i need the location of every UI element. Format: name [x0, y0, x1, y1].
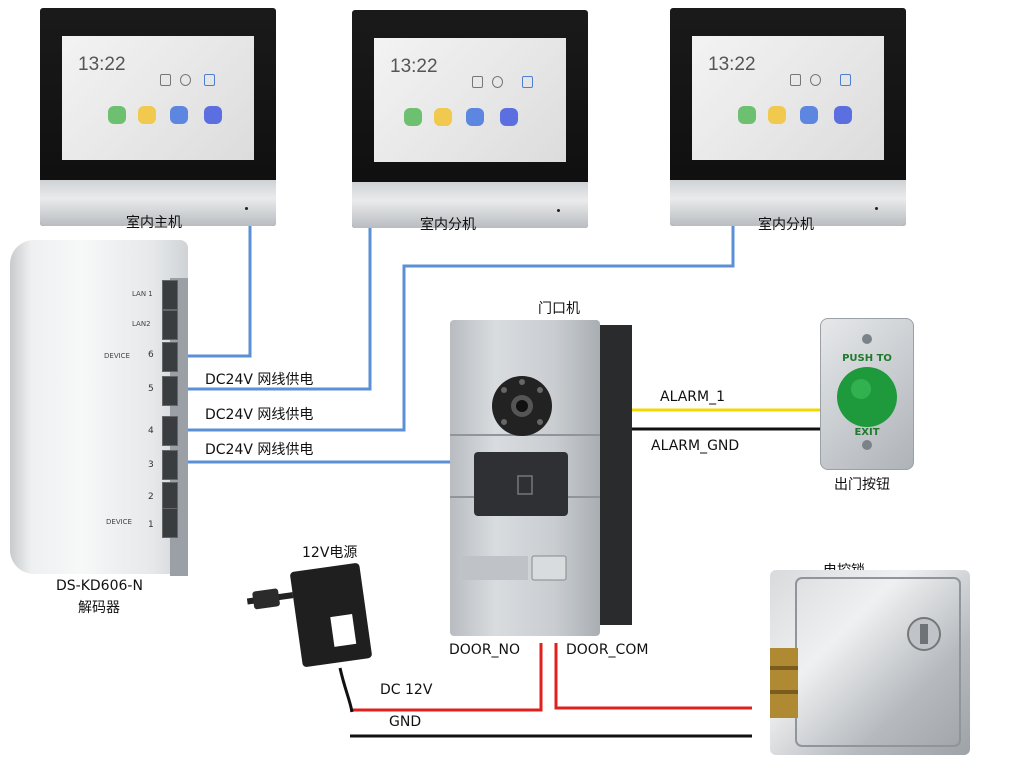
decoder-type-label: 解码器: [78, 600, 120, 616]
electric-lock: [768, 570, 970, 755]
home-icon: [840, 74, 851, 86]
clock-time: 13:22: [708, 54, 756, 75]
exit-button-face: PUSH TO EXIT: [837, 334, 897, 450]
card-reader-icon: [474, 452, 568, 516]
main-monitor-label: 室内主机: [126, 215, 182, 231]
home-icon: [522, 76, 533, 88]
lan2-label: LAN2: [132, 320, 151, 328]
decoder-device: [10, 240, 188, 576]
door-station-face: [450, 376, 600, 581]
port-number-2: 2: [148, 492, 154, 502]
network-cable-submonitor-2: [178, 196, 735, 432]
status-led: [875, 207, 878, 210]
lock-body: [768, 577, 961, 747]
clock-time: 13:22: [78, 54, 126, 75]
contacts-icon: [810, 74, 821, 86]
phone-app-icon: [108, 106, 126, 124]
config-app-icon: [500, 108, 518, 126]
exit-button-device: PUSH TO EXIT: [820, 318, 914, 470]
config-app-icon: [834, 106, 852, 124]
monitor-bezel: [670, 180, 906, 226]
poe-label-2: DC24V 网线供电: [205, 407, 314, 423]
status-led: [557, 209, 560, 212]
monitor-screen: 13:22: [374, 38, 566, 162]
gnd-label: GND: [389, 714, 422, 730]
door-no-wire: [350, 643, 543, 712]
monitor-bezel: [352, 182, 588, 228]
settings-app-icon: [800, 106, 818, 124]
device-label-top: DEVICE: [104, 352, 130, 360]
calendar-icon: [790, 74, 801, 86]
port-4: [162, 416, 178, 446]
alarm1-label: ALARM_1: [660, 389, 725, 405]
lan2-port: [162, 310, 178, 340]
adapter-cable: [338, 667, 354, 713]
calendar-icon: [160, 74, 171, 86]
alarm-gnd-label: ALARM_GND: [651, 438, 740, 454]
door-com-wire: [554, 643, 752, 710]
settings-app-icon: [466, 108, 484, 126]
indoor-sub-monitor-2: 13:22: [670, 8, 906, 226]
network-cable-submonitor-1: [178, 186, 372, 391]
port-number-6: 6: [148, 350, 154, 360]
monitor-screen: 13:22: [62, 36, 254, 160]
device-label-bottom: DEVICE: [106, 518, 132, 526]
port-6: [162, 342, 178, 372]
port-number-1: 1: [148, 520, 154, 530]
status-led: [245, 207, 248, 210]
door-no-label: DOOR_NO: [449, 642, 521, 658]
indoor-sub-monitor-1: 13:22: [352, 10, 588, 228]
exit-text: EXIT: [854, 427, 879, 438]
push-to-text: PUSH TO: [842, 353, 892, 364]
exit-button-label: 出门按钮: [834, 477, 890, 493]
clock-time: 13:22: [390, 56, 438, 77]
contacts-icon: [180, 74, 191, 86]
home-icon: [204, 74, 215, 86]
monitor-screen: 13:22: [692, 36, 884, 160]
decoder-model-label: DS-KD606-N: [56, 578, 143, 594]
sub-monitor-2-label: 室内分机: [758, 217, 814, 233]
port-3: [162, 450, 178, 480]
message-app-icon: [138, 106, 156, 124]
poe-label-1: DC24V 网线供电: [205, 372, 314, 388]
message-app-icon: [768, 106, 786, 124]
network-cable-main-monitor: [178, 222, 252, 358]
message-app-icon: [434, 108, 452, 126]
sub-monitor-1-label: 室内分机: [420, 217, 476, 233]
door-station: [450, 320, 600, 636]
settings-app-icon: [170, 106, 188, 124]
phone-app-icon: [738, 106, 756, 124]
monitor-bezel: [40, 180, 276, 226]
config-app-icon: [204, 106, 222, 124]
contacts-icon: [492, 76, 503, 88]
port-number-5: 5: [148, 384, 154, 394]
lock-bolt: [768, 648, 798, 718]
port-5: [162, 376, 178, 406]
door-station-label: 门口机: [538, 301, 580, 317]
calendar-icon: [472, 76, 483, 88]
phone-app-icon: [404, 108, 422, 126]
port-1: [162, 508, 178, 538]
lan1-label: LAN 1: [132, 290, 153, 298]
port-number-4: 4: [148, 426, 154, 436]
dc12v-label: DC 12V: [380, 682, 433, 698]
door-com-label: DOOR_COM: [566, 642, 649, 658]
power-adapter: [246, 562, 373, 668]
lan1-port: [162, 280, 178, 310]
indoor-main-monitor: 13:22: [40, 8, 276, 226]
power-supply-label: 12V电源: [302, 545, 358, 561]
poe-label-3: DC24V 网线供电: [205, 442, 314, 458]
call-button: [531, 555, 567, 581]
port-number-3: 3: [148, 460, 154, 470]
